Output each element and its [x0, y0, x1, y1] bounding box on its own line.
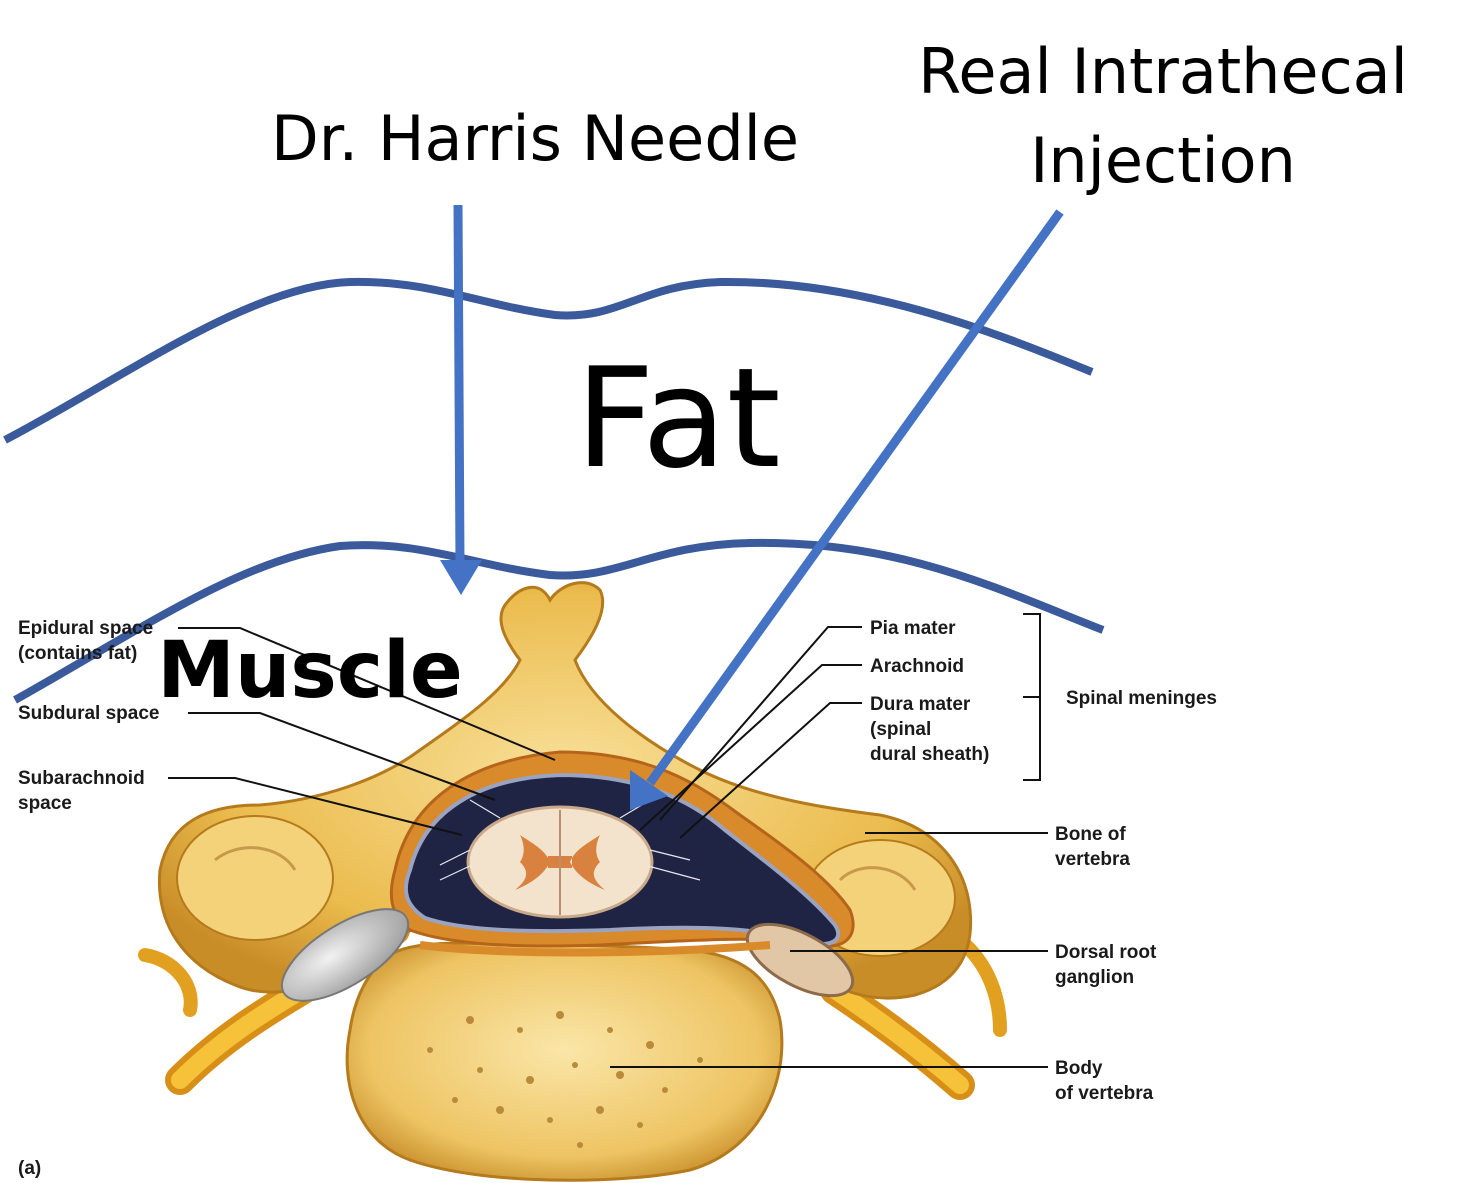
label-bone-2: vertebra [1055, 849, 1130, 870]
label-subarachnoid-1: Subarachnoid [18, 768, 145, 789]
label-dura-2: (spinal [870, 719, 931, 740]
injection-label-1: Real Intrathecal [918, 35, 1408, 108]
label-subarachnoid-2: space [18, 793, 72, 814]
muscle-label: Muscle [157, 626, 462, 716]
vertebra-illustration [138, 581, 1007, 1182]
harris-needle-arrow [440, 204, 482, 595]
label-subdural: Subdural space [18, 703, 160, 724]
fat-lower-boundary [13, 538, 1105, 704]
label-dura-3: dural sheath) [870, 744, 989, 765]
label-arachnoid: Arachnoid [870, 656, 964, 677]
label-meninges: Spinal meninges [1066, 688, 1217, 709]
label-pia: Pia mater [870, 618, 956, 639]
leader-lines [168, 613, 1048, 1068]
fat-label: Fat [575, 338, 780, 499]
label-drg-1: Dorsal root [1055, 942, 1157, 963]
label-body-1: Body [1055, 1058, 1103, 1079]
label-epidural-2: (contains fat) [18, 643, 137, 664]
figure-tag: (a) [18, 1158, 41, 1179]
intrathecal-needle-arrow [630, 209, 1064, 810]
label-bone-1: Bone of [1055, 824, 1126, 845]
fat-upper-boundary [3, 277, 1094, 444]
label-epidural-1: Epidural space [18, 618, 153, 639]
needle-label: Dr. Harris Needle [271, 102, 799, 175]
body-trabeculae [427, 1011, 703, 1148]
rootlets [439, 799, 701, 881]
vertebral-body [345, 941, 784, 1182]
injection-label-2: Injection [1030, 124, 1296, 197]
label-drg-2: ganglion [1055, 967, 1134, 988]
drg-right [745, 922, 855, 998]
label-body-2: of vertebra [1055, 1083, 1154, 1104]
label-dura-1: Dura mater [870, 694, 971, 715]
drg-left [280, 908, 410, 1002]
